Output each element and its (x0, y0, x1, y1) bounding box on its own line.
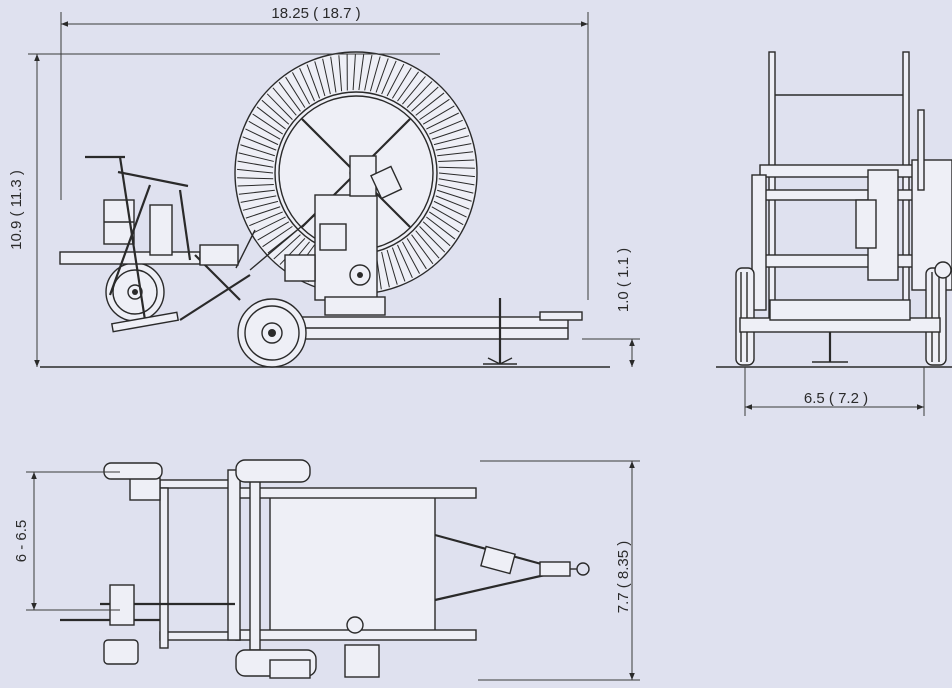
dimension-clearance: 1.0 ( 1.1 ) (582, 248, 640, 367)
dimension-front-width: 6.5 ( 7.2 ) (745, 367, 924, 416)
hose-cart (60, 157, 250, 332)
dimension-front-width-label: 6.5 ( 7.2 ) (804, 390, 868, 407)
top-view: 6 - 6.5 7.7 ( 8.35 ) (13, 460, 640, 680)
dimension-height-label: 10.9 ( 11.3 ) (8, 170, 25, 250)
dimension-length-label: 18.25 ( 18.7 ) (271, 5, 360, 22)
dimension-top-track: 6 - 6.5 (13, 472, 120, 610)
main-wheel (238, 299, 306, 367)
dimension-top-width-label: 7.7 ( 8.35 ) (615, 541, 632, 614)
front-view: 6.5 ( 7.2 ) (716, 52, 952, 416)
side-view: 18.25 ( 18.7 ) 10.9 ( 11.3 ) 1.0 ( 1.1 ) (8, 5, 640, 367)
dimension-clearance-label: 1.0 ( 1.1 ) (615, 248, 632, 312)
dimension-top-track-label: 6 - 6.5 (13, 520, 30, 563)
